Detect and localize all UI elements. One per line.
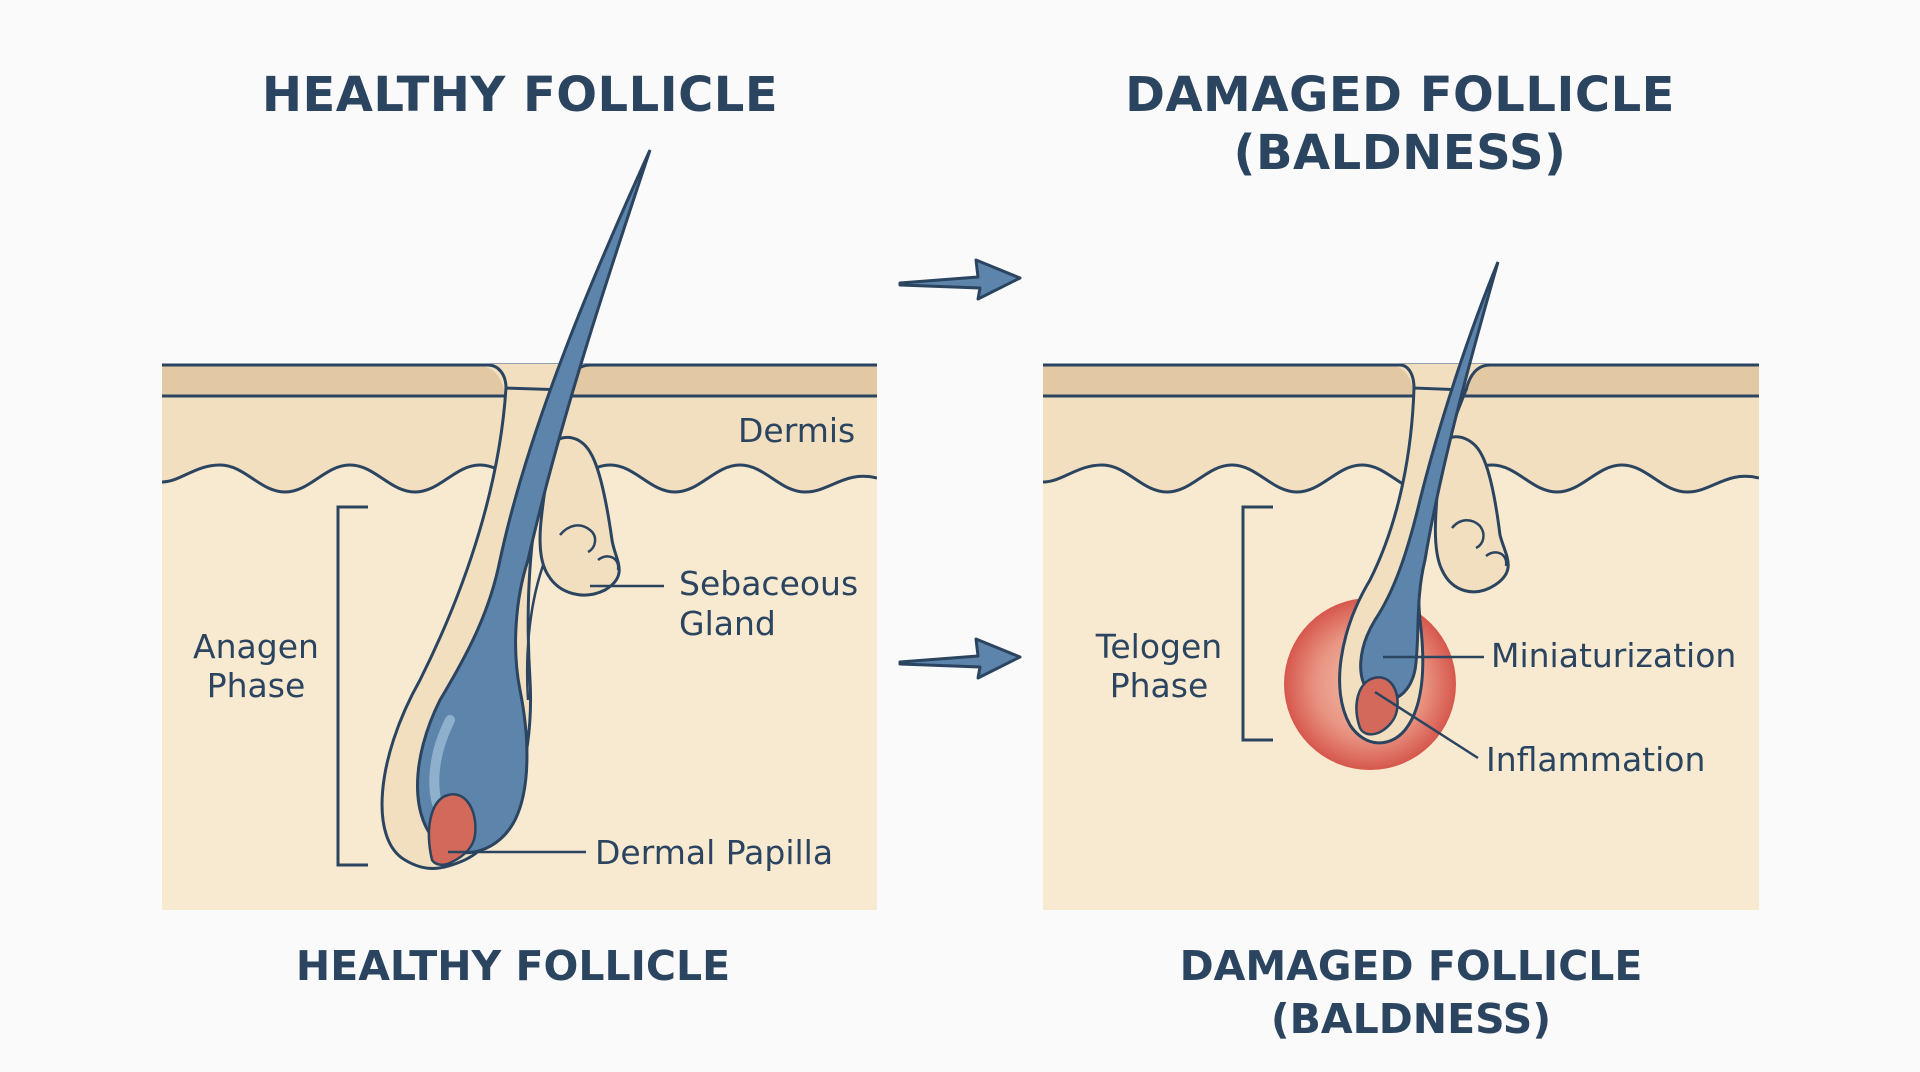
sebaceous-gland-label-line2: Gland <box>679 604 776 643</box>
healthy-follicle-heading: HEALTHY FOLLICLE <box>261 67 779 123</box>
lower-arrow <box>898 637 1022 680</box>
healthy-panel: Dermis Sebaceous Gland Anagen Phase Derm… <box>162 149 877 910</box>
dermal-papilla <box>427 792 477 866</box>
upper-arrow <box>898 258 1022 301</box>
skin-surface-band <box>1043 364 1759 396</box>
damaged-follicle-heading: DAMAGED FOLLICLE (BALDNESS) <box>1125 67 1675 181</box>
dermis-boundary-line <box>1043 463 1759 494</box>
telogen-phase-label-line1: Telogen <box>1095 627 1222 666</box>
damaged-follicle-caption: DAMAGED FOLLICLE (BALDNESS) <box>1179 942 1643 1043</box>
anagen-phase-label-line2: Phase <box>207 666 306 705</box>
damaged-panel: Miniaturization Inflammation Telogen Pha… <box>1043 261 1759 910</box>
inflammation-label: Inflammation <box>1486 740 1705 779</box>
transition-arrows <box>898 258 1022 680</box>
telogen-phase-label-line2: Phase <box>1110 666 1209 705</box>
dermal-papilla <box>1355 676 1399 736</box>
healthy-follicle-caption: HEALTHY FOLLICLE <box>295 942 731 990</box>
telogen-phase-bracket <box>1241 505 1273 742</box>
dermal-papilla-label: Dermal Papilla <box>595 833 833 872</box>
dermis-label: Dermis <box>738 411 855 450</box>
miniaturization-label: Miniaturization <box>1491 636 1736 675</box>
anagen-phase-bracket <box>336 505 368 867</box>
sebaceous-gland-label-line1: Sebaceous <box>679 564 858 603</box>
anagen-phase-label-line1: Anagen <box>193 627 319 666</box>
